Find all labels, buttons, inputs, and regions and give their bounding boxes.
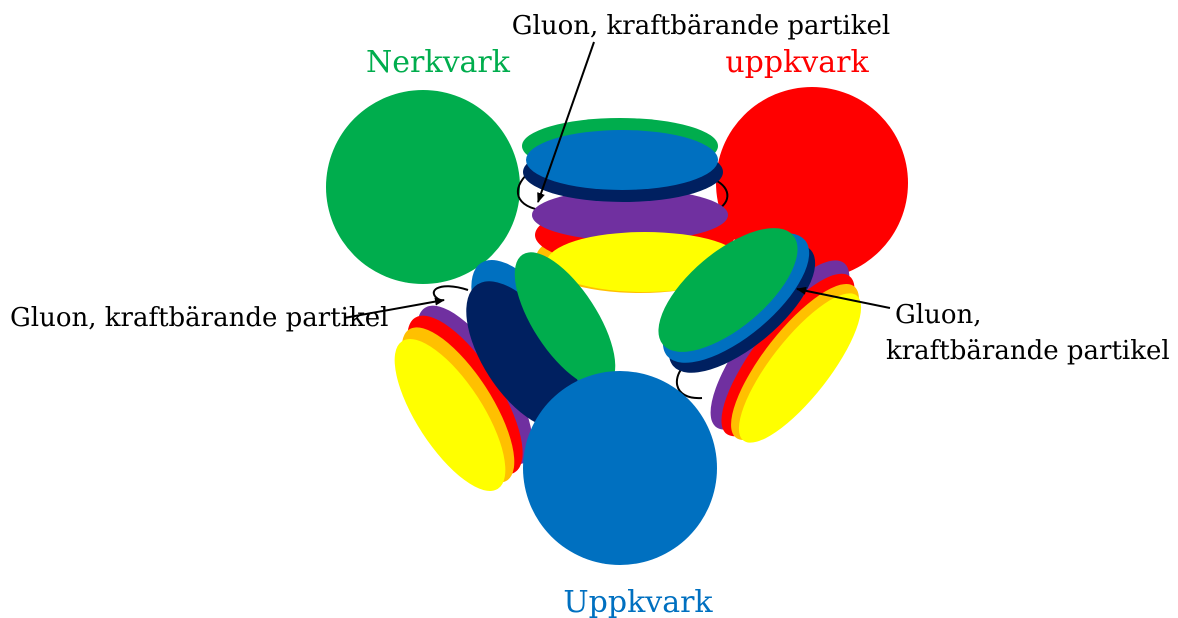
blue-quark-label: Uppkvark — [563, 585, 713, 618]
gluon-top-arrow — [537, 41, 595, 203]
gluon-left-label: Gluon, kraftbärande partikel — [10, 303, 388, 333]
gluon-right-arrow — [796, 286, 891, 309]
green-quark-circle — [326, 90, 520, 284]
blue-quark-circle — [523, 371, 717, 565]
gluon-top-label: Gluon, kraftbärande partikel — [512, 11, 890, 41]
gluon-spring-right — [658, 228, 862, 443]
gluon-spring-left — [394, 252, 616, 491]
green-quark-label: Nerkvark — [366, 45, 511, 80]
gluon-right-label-line1: Gluon, — [895, 300, 982, 330]
gluon-left-arrow — [343, 297, 445, 319]
red-quark-label: uppkvark — [725, 45, 869, 80]
gluon-right-label-line2: kraftbärande partikel — [886, 336, 1170, 366]
